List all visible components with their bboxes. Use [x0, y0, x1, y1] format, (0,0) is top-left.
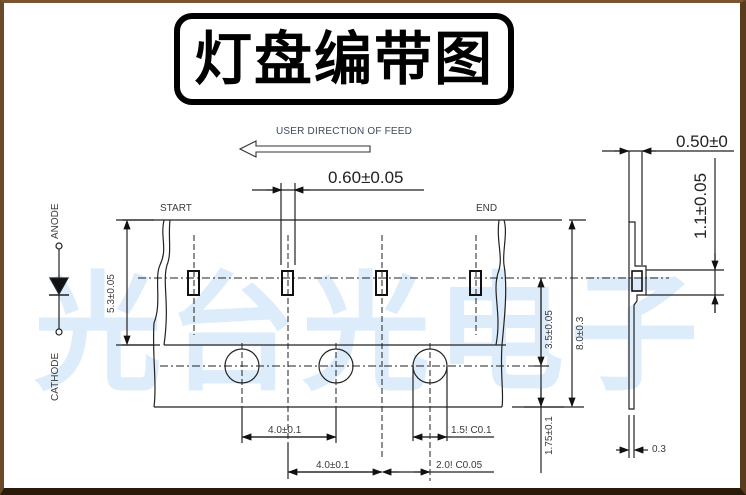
- hole-diameter-dimension: 1.5! C0.1: [451, 425, 492, 436]
- side-height-dimension: 1.1±0.05: [691, 172, 710, 239]
- end-label: END: [476, 203, 498, 214]
- feed-direction-label: USER DIRECTION OF FEED: [276, 126, 413, 137]
- height-left-dimension: 5.3±0.05: [106, 274, 117, 313]
- side-thickness-dimension: 0.50±0: [676, 132, 728, 151]
- page-title: 灯盘编带图: [193, 25, 494, 93]
- title-box: 灯盘编带图: [174, 13, 514, 105]
- side-bottom-dimension: 0.3: [652, 444, 666, 455]
- hole-edge-dimension: 1.75±0.1: [544, 416, 555, 455]
- pitch-upper-dimension: 4.0±0.1: [268, 425, 302, 436]
- cathode-label: CATHODE: [50, 352, 61, 401]
- tape-drawing: [48, 140, 734, 481]
- start-label: START: [160, 203, 192, 214]
- pad-width-dimension: 0.60±0.05: [328, 168, 404, 187]
- tape-width-dimension: 8.0±0.3: [575, 316, 586, 350]
- pitch-lower-dimension: 4.0±0.1: [316, 460, 350, 471]
- center-to-hole-dimension: 3.5±0.05: [544, 310, 555, 349]
- hole-offset-dimension: 2.0! C0.05: [436, 460, 483, 471]
- watermark-text: 光台光电子: [34, 260, 705, 409]
- diode-icon: [48, 242, 70, 336]
- anode-label: ANODE: [50, 203, 61, 239]
- feed-arrow-icon: [238, 140, 371, 158]
